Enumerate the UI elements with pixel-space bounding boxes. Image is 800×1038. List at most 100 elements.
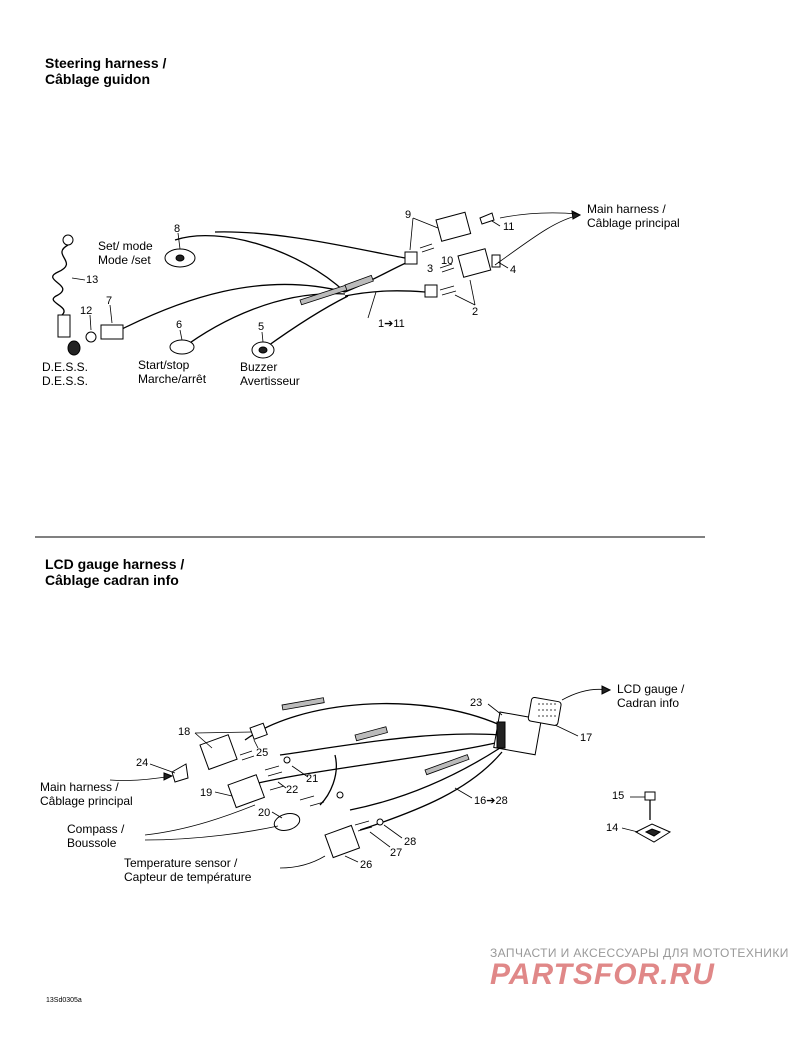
- screw-15-head: [644, 791, 656, 801]
- wire-top-run: [244, 702, 501, 741]
- label-compass-fr: Boussole: [67, 836, 117, 850]
- callout-line-18b: [194, 731, 253, 734]
- lcd-gauge-arrow: [601, 685, 612, 695]
- callout-28: 28: [404, 836, 416, 848]
- label-buzzer-en: Buzzer: [240, 360, 277, 374]
- wire-mid-run: [279, 733, 501, 756]
- callout-13: 13: [86, 274, 98, 286]
- lcd-terminal-pins: [239, 750, 325, 807]
- callout-9: 9: [405, 209, 411, 221]
- callout-line-24: [149, 763, 176, 774]
- callout-24: 24: [136, 757, 148, 769]
- label-main-harness-fr: Câblage principal: [587, 216, 680, 230]
- dess-ring-12: [85, 331, 97, 343]
- callout-line-2b: [454, 294, 476, 306]
- connector-2-housing: [424, 284, 438, 298]
- temp-sensor-pins-27: [354, 820, 373, 832]
- wire-trunk-lower: [344, 290, 426, 297]
- callout-12: 12: [80, 305, 92, 317]
- callout-27: 27: [390, 847, 402, 859]
- callout-3: 3: [427, 263, 433, 275]
- callout-19: 19: [200, 787, 212, 799]
- label-set-mode-en: Set/ mode: [98, 239, 153, 253]
- callout-line-28: [383, 824, 403, 839]
- steering-title-fr: Câblage guidon: [45, 71, 150, 87]
- lcd-seal-holes: [538, 703, 556, 717]
- callout-line-21: [291, 765, 309, 778]
- dess-cap: [57, 314, 71, 338]
- callout-line-11: [491, 220, 501, 227]
- main-harness-leader-lcd: [109, 775, 173, 781]
- callout-18: 18: [178, 726, 190, 738]
- main-harness-arrow-lcd: [163, 772, 174, 781]
- lcd-section-title: LCD gauge harness / Câblage cadran info: [45, 556, 184, 588]
- callout-line-19: [214, 791, 233, 797]
- wire-top-arc: [214, 231, 406, 259]
- dess-tether-ring: [62, 234, 74, 246]
- label-dess-en: D.E.S.S.: [42, 360, 88, 374]
- temp-sensor-connector-26: [324, 824, 361, 859]
- connector-2: [457, 248, 492, 278]
- label-start-stop-fr: Marche/arrêt: [138, 372, 207, 386]
- callout-line-16-28: [454, 787, 473, 799]
- wire-set-mode: [174, 234, 346, 293]
- callout-line-12: [89, 314, 92, 331]
- callout-15: 15: [612, 790, 624, 802]
- callout-line-27: [369, 831, 391, 848]
- callout-5: 5: [258, 321, 264, 333]
- label-main-harness-en-lcd: Main harness /: [40, 780, 119, 794]
- callout-line-5: [261, 331, 264, 343]
- label-compass-en: Compass /: [67, 822, 125, 836]
- steering-section-title: Steering harness / Câblage guidon: [45, 55, 166, 87]
- callout-line-14: [621, 827, 639, 833]
- lcd-harness-drawing: LCD gauge / Cadran info Main harness / C…: [40, 682, 685, 884]
- callout-23: 23: [470, 697, 482, 709]
- callout-1-11: 1➔11: [378, 318, 405, 330]
- main-harness-arrow: [571, 210, 582, 220]
- callout-line-9b: [409, 217, 414, 251]
- callout-line-7: [109, 304, 113, 324]
- main-harness-leader-b: [499, 212, 579, 219]
- pin-21b: [336, 791, 344, 799]
- sleeve-mid: [354, 726, 388, 742]
- label-lcd-gauge-fr: Cadran info: [617, 696, 679, 710]
- dess-key: [67, 340, 81, 356]
- callout-22: 22: [286, 784, 298, 796]
- seal-4: [491, 254, 501, 268]
- callout-4: 4: [510, 264, 516, 276]
- callout-line-6: [179, 329, 183, 341]
- connector-19: [227, 774, 266, 809]
- steering-title-en: Steering harness /: [45, 55, 167, 71]
- terminal-pins: [419, 243, 457, 296]
- compass-leader-a: [144, 804, 256, 836]
- set-mode-switch-button: [175, 254, 185, 262]
- callout-14: 14: [606, 822, 618, 834]
- callout-25: 25: [256, 747, 268, 759]
- callout-10: 10: [441, 255, 453, 267]
- sleeve-top: [281, 697, 325, 711]
- wire-sensor-run: [349, 747, 501, 811]
- wire-branch: [319, 754, 337, 806]
- callout-line-1-11: [367, 291, 377, 319]
- callout-line-2: [469, 279, 476, 306]
- label-buzzer-fr: Avertisseur: [240, 374, 300, 388]
- callout-line-18: [194, 732, 213, 749]
- wire-dess: [119, 283, 346, 331]
- callout-line-9: [412, 217, 439, 229]
- connector-9-housing: [404, 251, 418, 265]
- callout-line-22: [277, 781, 287, 789]
- callout-6: 6: [176, 319, 182, 331]
- callout-line-23: [487, 703, 503, 716]
- label-temp-sensor-fr: Capteur de température: [124, 870, 252, 884]
- connector-18: [199, 734, 238, 771]
- callout-line-25: [253, 739, 259, 749]
- label-main-harness-en: Main harness /: [587, 202, 666, 216]
- pin-21a: [283, 756, 291, 764]
- steering-harness-drawing: Set/ mode Mode /set Start/stop Marche/ar…: [42, 202, 680, 388]
- label-dess-fr: D.E.S.S.: [42, 374, 88, 388]
- lcd-gauge-leader: [561, 688, 609, 701]
- lcd-title-fr: Câblage cadran info: [45, 572, 179, 588]
- buzzer-center: [258, 346, 268, 354]
- label-temp-sensor-en: Temperature sensor /: [124, 856, 238, 870]
